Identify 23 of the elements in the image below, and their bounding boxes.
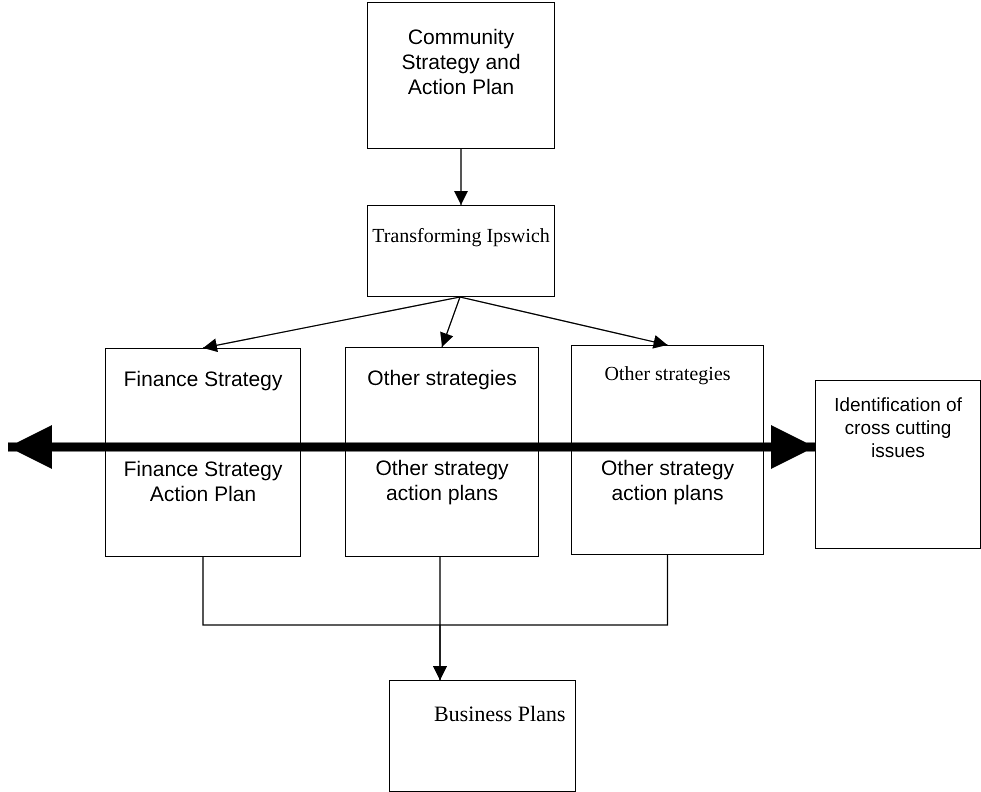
process-box <box>105 348 301 557</box>
process-box <box>345 347 539 557</box>
process-box <box>367 2 555 149</box>
process-box <box>389 680 576 792</box>
process-box <box>571 345 764 555</box>
box-heading: Finance Strategy <box>122 367 284 392</box>
box-heading: Other strategies <box>603 362 732 386</box>
box-label: Identification of cross cutting issues <box>833 395 963 464</box>
box-body: Other strategy action plans <box>374 456 510 506</box>
box-label: Business Plans <box>433 701 566 728</box>
arrow <box>454 149 468 205</box>
arrow <box>440 296 461 348</box>
double-arrow <box>8 425 815 469</box>
arrow <box>202 296 460 352</box>
arrow <box>433 555 668 680</box>
box-body: Finance Strategy Action Plan <box>122 457 284 508</box>
box-body: Other strategy action plans <box>600 456 736 506</box>
arrow <box>460 296 668 349</box>
box-label: Transforming Ipswich <box>372 224 550 248</box>
box-heading: Other strategies <box>366 366 518 392</box>
box-label: Community Strategy and Action Plan <box>400 25 522 101</box>
process-box <box>815 380 981 549</box>
process-box <box>367 205 555 297</box>
